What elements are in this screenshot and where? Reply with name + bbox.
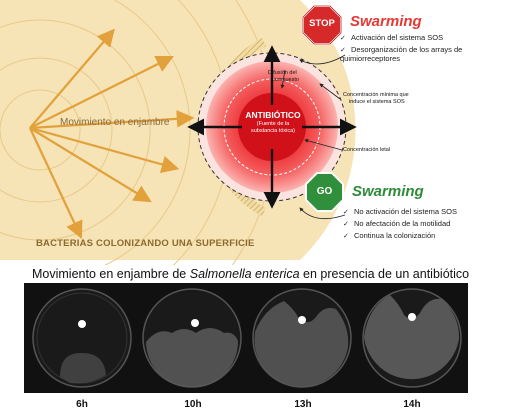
timepoint-label: 14h xyxy=(403,399,421,410)
diffusion-arrows xyxy=(187,45,357,209)
diffusion-label1: Difusión del xyxy=(268,70,297,76)
stop-list: ✓Activación del sistema SOS ✓Desorganiza… xyxy=(340,33,490,67)
stop-pointer xyxy=(299,54,346,65)
swarm-arrow xyxy=(29,28,115,129)
petri-plate-14h xyxy=(362,288,462,388)
swarming-arrows xyxy=(29,28,195,239)
stop-swarming-title: Swarming xyxy=(350,13,422,30)
list-item: ✓No activación del sistema SOS xyxy=(343,207,457,216)
list-item: ✓Activación del sistema SOS xyxy=(340,33,444,42)
swarm-arrow xyxy=(29,126,180,173)
go-swarming-title: Swarming xyxy=(352,183,424,200)
antibiotic-core xyxy=(238,93,306,161)
colony-label: BACTERIAS COLONIZANDO UNA SUPERFICIE xyxy=(36,238,255,249)
petri-plate-10h xyxy=(142,288,242,388)
swarm-arrow xyxy=(29,127,152,203)
go-pointer xyxy=(299,207,346,220)
list-item: ✓Continua la colonización xyxy=(343,231,436,241)
swarm-arrow xyxy=(29,110,195,130)
antibiotic-title: ANTIBIÓTICO xyxy=(245,110,301,120)
species-name: Salmonella enterica xyxy=(189,267,300,281)
timepoint-label: 6h xyxy=(76,399,88,410)
go-list: ✓No activación del sistema SOS ✓No afect… xyxy=(343,207,493,244)
diffusion-label2: compuesto xyxy=(272,77,299,83)
list-item: ✓Desorganización de los arrays de quimio… xyxy=(340,45,463,64)
petri-plate-13h xyxy=(252,288,352,388)
antibiotic-sub1: (Fuente de la xyxy=(256,121,290,127)
figure-caption: Movimiento en enjambre de Salmonella ent… xyxy=(32,267,470,281)
swarm-arrow xyxy=(29,127,83,239)
swarm-arrow xyxy=(29,56,174,129)
timepoint-label: 10h xyxy=(184,399,202,410)
list-item: ✓No afectación de la motilidad xyxy=(343,219,451,229)
go-sign-icon xyxy=(305,172,344,212)
go-sign-text: GO xyxy=(316,186,333,197)
stop-sign-icon xyxy=(302,5,342,45)
min-conc-label1: Concentración mínima que xyxy=(343,92,409,98)
min-conc-label2: induce el sistema SOS xyxy=(349,99,405,105)
timepoint-label: 13h xyxy=(294,399,312,410)
pointer-lines xyxy=(280,69,343,151)
petri-plate-6h xyxy=(32,288,132,388)
petri-plate-strip xyxy=(24,283,468,393)
swarming-diagram xyxy=(0,0,357,265)
lethal-conc-label: Concentración letal xyxy=(343,147,391,153)
antibiotic-sub2: substancia tóxica) xyxy=(250,128,296,134)
stop-sign-text: STOP xyxy=(309,18,335,29)
swarm-move-label: Movimiento en enjambre xyxy=(60,117,170,128)
